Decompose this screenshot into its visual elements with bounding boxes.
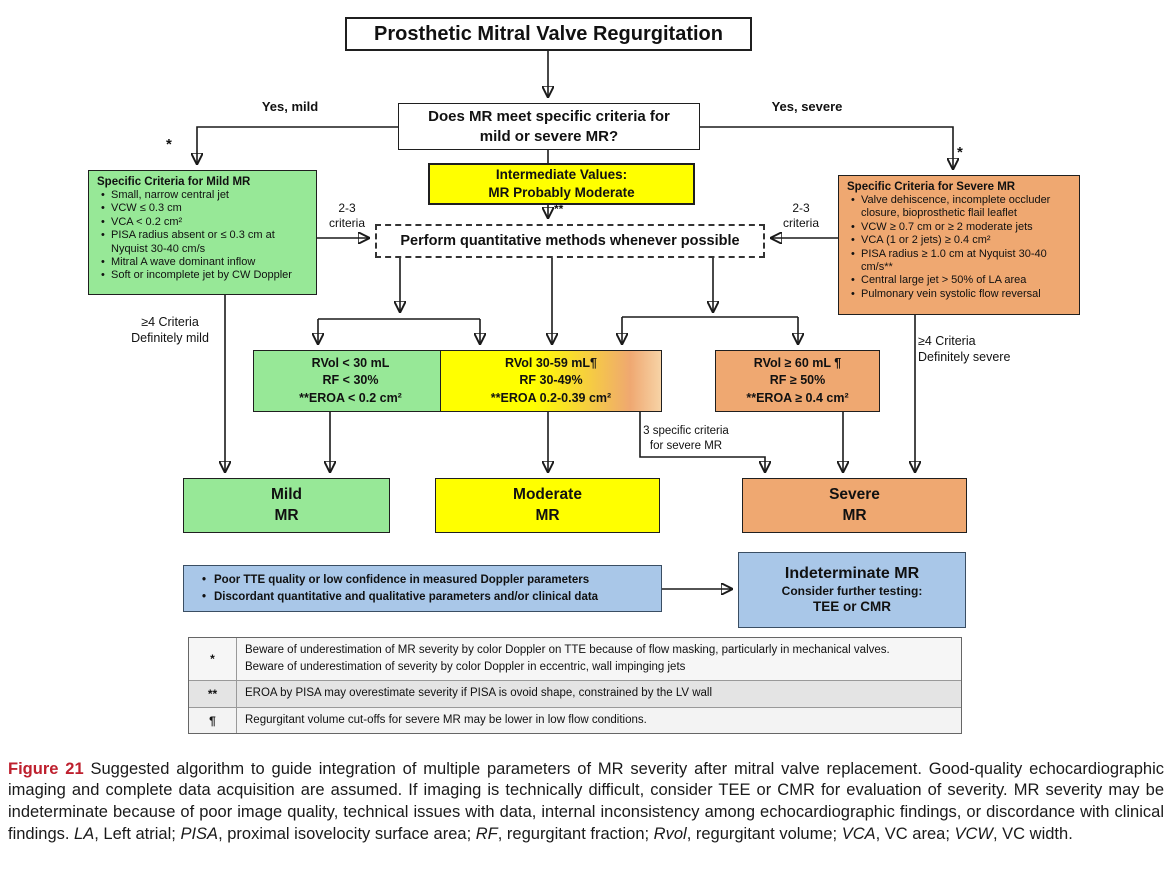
indeterminate-subtitle: Consider further testing: bbox=[781, 584, 923, 599]
label-yes-severe: Yes, severe bbox=[771, 99, 843, 114]
caption-text: , VC area; bbox=[875, 825, 955, 844]
footnote-text: EROA by PISA may overestimate severity i… bbox=[245, 687, 713, 699]
mild-criteria-item: Soft or incomplete jet by CW Doppler bbox=[97, 269, 310, 283]
severe-criteria-item: VCW ≥ 0.7 cm or ≥ 2 moderate jets bbox=[847, 221, 1073, 235]
question-box: Does MR meet specific criteria for mild … bbox=[398, 103, 700, 150]
indeterminate-conditions-box: Poor TTE quality or low confidence in me… bbox=[183, 565, 662, 612]
label-2-3-criteria-left: 2-3 criteria bbox=[328, 201, 365, 230]
label-yes-mild: Yes, mild bbox=[261, 99, 319, 114]
severe-criteria-item: Valve dehiscence, incomplete occluder cl… bbox=[847, 194, 1073, 221]
mild-criteria-item: PISA radius absent or ≤ 0.3 cm at Nyquis… bbox=[97, 229, 310, 256]
intermediate-values-box: Intermediate Values: MR Probably Moderat… bbox=[428, 163, 695, 205]
label-2-3-criteria-right: 2-3 criteria bbox=[782, 201, 819, 230]
severe-criteria-box: Specific Criteria for Severe MR Valve de… bbox=[838, 175, 1080, 315]
caption-text: , VC width. bbox=[993, 825, 1073, 844]
indeterminate-condition-item: Poor TTE quality or low confidence in me… bbox=[198, 572, 653, 590]
severe-criteria-item: Central large jet > 50% of LA area bbox=[847, 274, 1073, 288]
outcome-severe-mr-box: Severe MR bbox=[742, 478, 967, 533]
footnote-text: Regurgitant volume cut-offs for severe M… bbox=[245, 714, 647, 726]
asterisk-right: * bbox=[957, 144, 963, 161]
footnote-row: ** EROA by PISA may overestimate severit… bbox=[189, 680, 961, 707]
label-3-specific-criteria: 3 specific criteria for severe MR bbox=[643, 425, 729, 452]
asterisk-left: * bbox=[166, 136, 172, 153]
arrow-question-to-severe-criteria bbox=[700, 126, 953, 168]
mild-criteria-item: VCW ≤ 0.3 cm bbox=[97, 202, 310, 216]
caption-abbr-vca: VCA bbox=[841, 825, 876, 844]
footnote-symbol: * bbox=[189, 638, 237, 680]
rvol-moderate-box: RVol 30-59 mL¶ RF 30-49% **EROA 0.2-0.39… bbox=[440, 350, 662, 412]
outcome-mild-mr-box: Mild MR bbox=[183, 478, 390, 533]
rvol-severe-box: RVol ≥ 60 mL ¶ RF ≥ 50% **EROA ≥ 0.4 cm² bbox=[715, 350, 880, 412]
caption-text: Suggested algorithm to guide integration… bbox=[8, 759, 1164, 844]
outcome-moderate-mr-box: Moderate MR bbox=[435, 478, 660, 533]
mild-criteria-item: Small, narrow central jet bbox=[97, 189, 310, 203]
double-asterisk-label: ** bbox=[554, 202, 564, 216]
label-ge4-definitely-severe: ≥4 Criteria Definitely severe bbox=[918, 334, 1011, 365]
footnote-symbol: ** bbox=[189, 681, 237, 707]
quantitative-methods-box: Perform quantitative methods whenever po… bbox=[375, 224, 765, 258]
footnote-table: * Beware of underestimation of MR severi… bbox=[188, 637, 962, 734]
footnote-row: * Beware of underestimation of MR severi… bbox=[189, 638, 961, 680]
severe-criteria-title: Specific Criteria for Severe MR bbox=[847, 181, 1016, 193]
caption-abbr-vcw: VCW bbox=[954, 825, 994, 844]
severe-criteria-item: Pulmonary vein systolic flow reversal bbox=[847, 288, 1073, 302]
figure-caption: Figure 21 Suggested algorithm to guide i… bbox=[8, 759, 1164, 847]
indeterminate-title: Indeterminate MR bbox=[784, 565, 920, 583]
footnote-row: ¶ Regurgitant volume cut-offs for severe… bbox=[189, 707, 961, 733]
caption-abbr-rf: RF bbox=[475, 825, 498, 844]
mild-criteria-item: VCA < 0.2 cm² bbox=[97, 216, 310, 230]
caption-abbr-rvol: Rvol bbox=[653, 825, 687, 844]
mild-criteria-item: Mitral A wave dominant inflow bbox=[97, 256, 310, 270]
figure-number: Figure 21 bbox=[8, 759, 84, 778]
caption-abbr-la: LA bbox=[74, 825, 95, 844]
severe-criteria-item: VCA (1 or 2 jets) ≥ 0.4 cm² bbox=[847, 234, 1073, 248]
arrow-three-criteria-to-outcome-severe bbox=[639, 412, 765, 471]
rvol-mild-box: RVol < 30 mL RF < 30% **EROA < 0.2 cm² bbox=[253, 350, 448, 412]
caption-text: , regurgitant fraction; bbox=[497, 825, 654, 844]
label-ge4-definitely-mild: ≥4 Criteria Definitely mild bbox=[131, 315, 209, 346]
footnote-symbol: ¶ bbox=[189, 708, 237, 733]
arrow-question-to-mild-criteria bbox=[197, 126, 398, 163]
severe-criteria-item: PISA radius ≥ 1.0 cm at Nyquist 30-40 cm… bbox=[847, 248, 1073, 275]
caption-text: , Left atrial; bbox=[94, 825, 181, 844]
indeterminate-condition-item: Discordant quantitative and qualitative … bbox=[198, 589, 653, 607]
title-box: Prosthetic Mitral Valve Regurgitation bbox=[345, 17, 752, 51]
caption-abbr-pisa: PISA bbox=[180, 825, 219, 844]
mild-criteria-title: Specific Criteria for Mild MR bbox=[97, 176, 251, 188]
caption-text: , proximal isovelocity surface area; bbox=[218, 825, 476, 844]
footnote-text: Beware of underestimation of MR severity… bbox=[245, 644, 890, 673]
indeterminate-testing: TEE or CMR bbox=[812, 599, 891, 615]
indeterminate-mr-box: Indeterminate MR Consider further testin… bbox=[738, 552, 966, 628]
mild-criteria-box: Specific Criteria for Mild MR Small, nar… bbox=[88, 170, 317, 295]
caption-text: , regurgitant volume; bbox=[686, 825, 842, 844]
